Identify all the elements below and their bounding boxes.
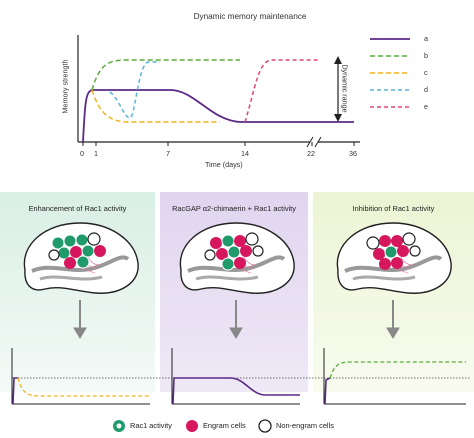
non-engram-cell: [366, 236, 380, 250]
legend-engram-label: Engram cells: [203, 421, 246, 430]
axis-break-1: [306, 136, 314, 148]
x-tick-2: 7: [166, 149, 170, 158]
legend-label-d: d: [424, 85, 428, 94]
brain-illustration-2: [178, 221, 297, 296]
down-arrow-1: [73, 300, 87, 339]
legend-non-engram-label: Non-engram cells: [276, 421, 334, 430]
legend-label-a: a: [424, 34, 428, 43]
engram-cell: [81, 244, 95, 258]
engram-cell: [379, 235, 391, 247]
mini-series-a: [172, 377, 300, 405]
x-tick-3: 14: [241, 149, 249, 158]
engram-cell: [234, 235, 246, 247]
series-a-line: [82, 89, 354, 143]
brain-illustration-1: [22, 221, 141, 296]
mini-chart-3: [323, 348, 466, 405]
non-engram-cell: [252, 245, 264, 257]
range-arrow-head-down: [334, 114, 342, 122]
engram-cell: [210, 237, 222, 249]
legend-rac1-symbol: [113, 420, 125, 432]
legend-label-c: c: [424, 68, 428, 77]
x-tick-5: 36: [349, 149, 357, 158]
engram-cell: [397, 245, 409, 257]
non-engram-cell: [204, 249, 216, 261]
chart-legend: a b c d e: [370, 30, 460, 115]
engram-cell: [240, 245, 252, 257]
engram-cell: [76, 255, 90, 269]
engram-cell: [221, 234, 235, 248]
mini-series-b: [329, 361, 466, 379]
mini-series-c: [17, 377, 150, 397]
engram-cell: [70, 246, 82, 258]
series-e-line: [244, 59, 320, 123]
down-arrow-3: [386, 300, 400, 339]
engram-cell: [384, 245, 398, 259]
mini-chart-2: [171, 348, 300, 405]
non-engram-cell: [87, 232, 101, 246]
engram-cell: [234, 257, 246, 269]
legend-item-e: e: [370, 98, 460, 115]
series-b-line: [91, 59, 240, 91]
legend-non-engram-symbol: [258, 419, 272, 433]
x-tick-0: 0: [80, 149, 84, 158]
engram-cell: [391, 257, 403, 269]
x-axis-label: Time (days): [205, 160, 243, 169]
non-engram-cell: [402, 232, 416, 246]
series-c-line: [91, 89, 220, 123]
engram-cell: [63, 234, 77, 248]
engram-cell: [64, 257, 76, 269]
engram-cell: [216, 248, 228, 260]
engram-cell: [373, 248, 385, 260]
legend-item-b: b: [370, 47, 460, 64]
engram-cell: [57, 246, 71, 260]
non-engram-cell: [48, 249, 60, 261]
x-tick-1: 1: [94, 149, 98, 158]
series-d-line: [109, 61, 160, 119]
legend-engram-symbol: [186, 420, 198, 432]
x-tick-4: 22: [307, 149, 315, 158]
engram-cell: [94, 245, 106, 257]
chart-title: Dynamic memory maintenance: [193, 12, 307, 21]
brain-illustration-3: [335, 221, 454, 296]
legend-item-d: d: [370, 81, 460, 98]
engram-cell: [379, 258, 391, 270]
x-ticks: [82, 142, 355, 146]
legend-label-e: e: [424, 102, 428, 111]
engram-cell: [391, 235, 403, 247]
down-arrow-2: [229, 300, 243, 339]
engram-cell: [75, 233, 89, 247]
axis-break-2: [314, 136, 322, 148]
non-engram-cell: [409, 245, 421, 257]
mini-chart-1: [11, 348, 150, 405]
panel-enhancement-title: Enhancement of Rac1 activity: [28, 204, 127, 213]
non-engram-cell: [245, 232, 259, 246]
legend-label-b: b: [424, 51, 428, 60]
legend-item-c: c: [370, 64, 460, 81]
engram-cell: [221, 257, 235, 271]
panel-inhibition-title: Inhibition of Rac1 activity: [352, 204, 435, 213]
legend-rac1-label: Rac1 activity: [130, 421, 172, 430]
legend-item-a: a: [370, 30, 460, 47]
panel-chimaerin-title: RacGAP α2-chimaerin + Rac1 activity: [172, 204, 296, 213]
engram-cell: [227, 245, 241, 259]
range-arrow-head-up: [334, 56, 342, 64]
memory-chart: [77, 35, 360, 148]
